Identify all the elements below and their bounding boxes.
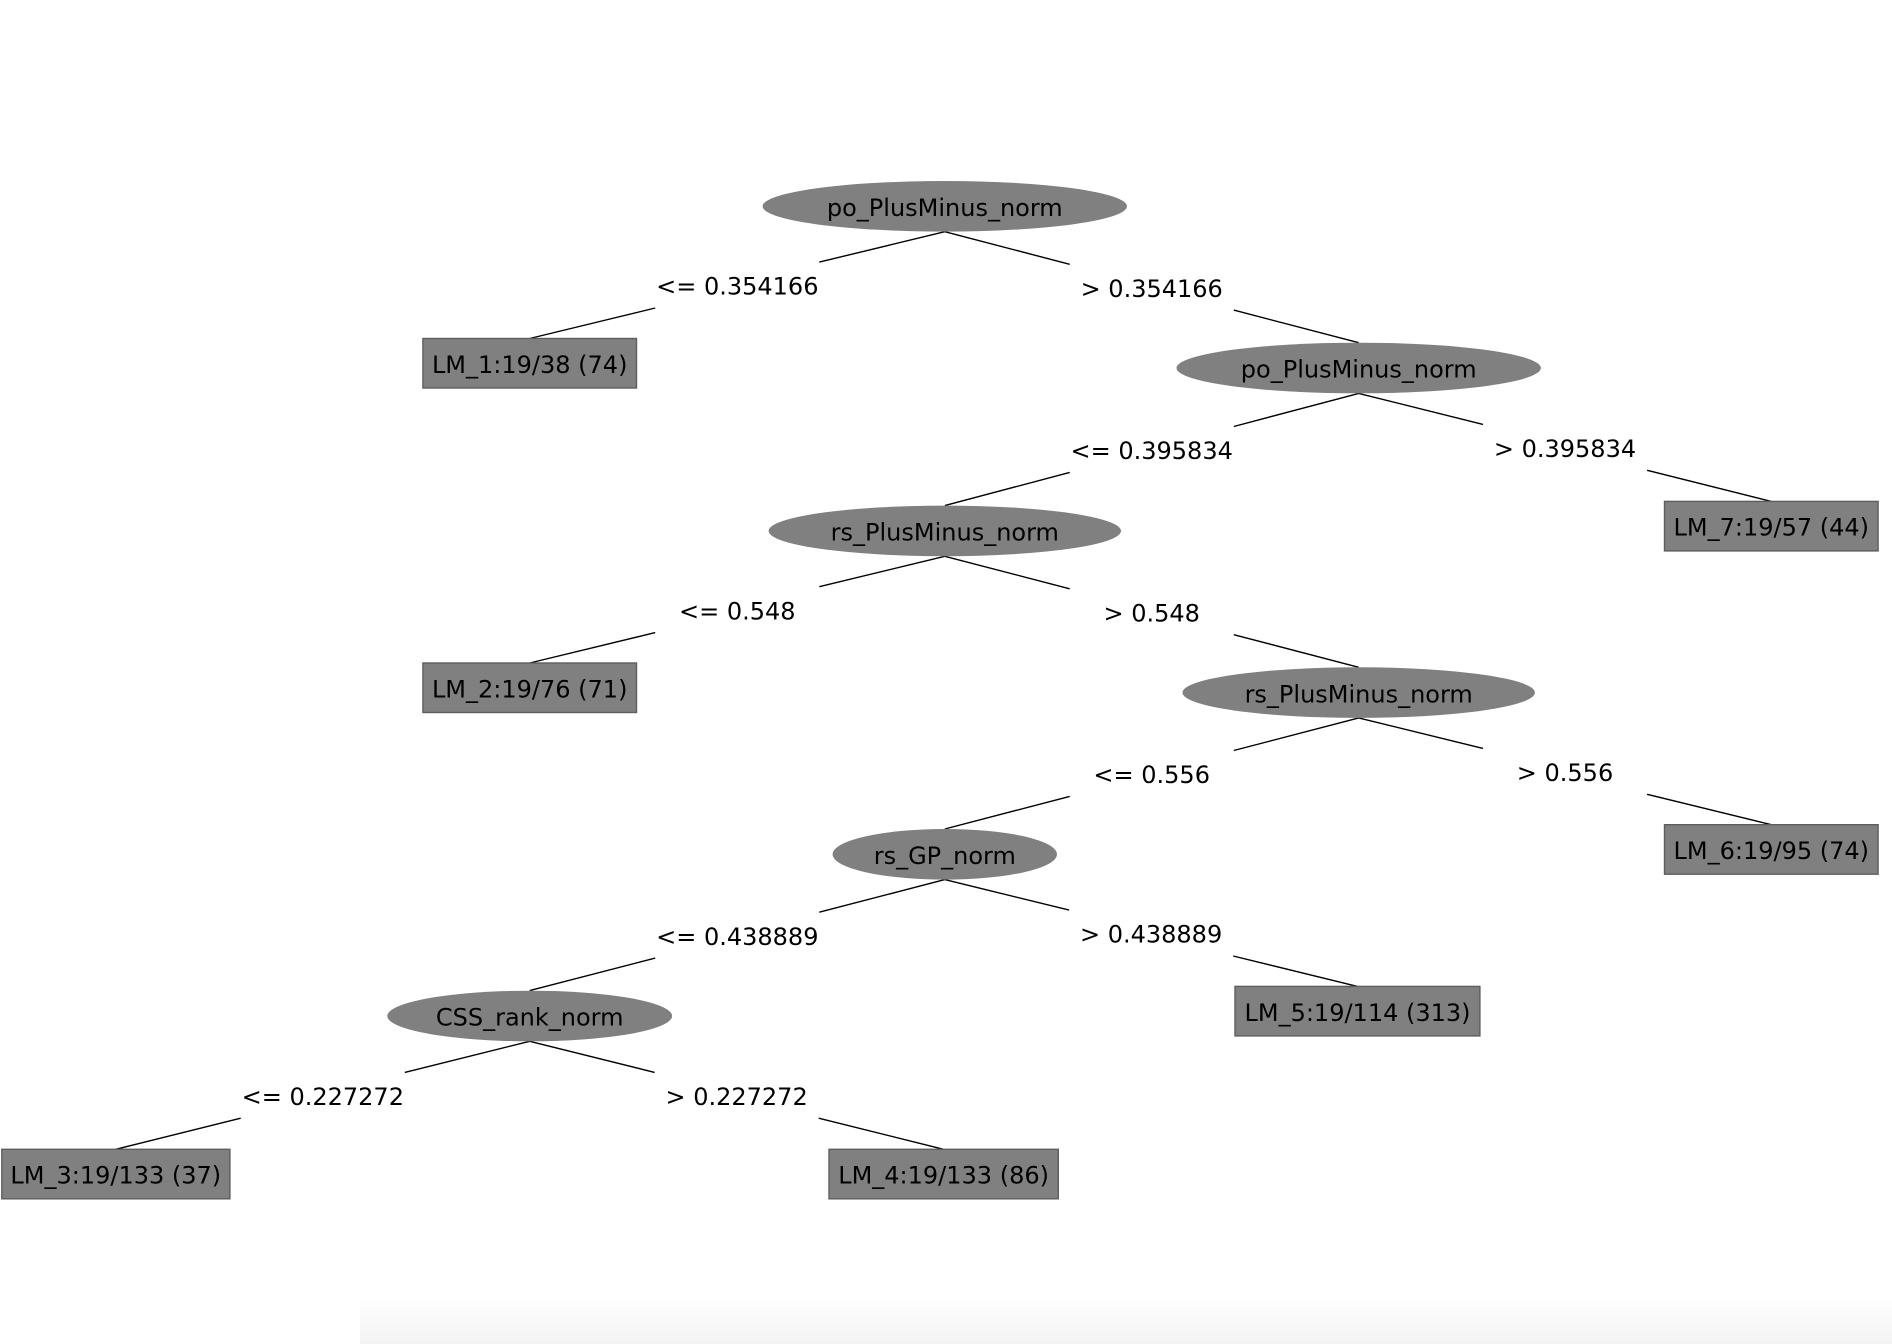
edge-label: <= 0.395834 [1071, 437, 1233, 465]
leaf-node-label: LM_1:19/38 (74) [432, 351, 628, 379]
split-node: CSS_rank_norm [387, 990, 673, 1042]
split-node-shape [762, 181, 1127, 232]
edge-line-lower [529, 957, 656, 992]
edge-label: > 0.227272 [665, 1083, 807, 1111]
edge-label: > 0.438889 [1080, 921, 1222, 949]
split-node: po_PlusMinus_norm [762, 181, 1127, 232]
edge-line-lower [1646, 469, 1772, 503]
split-node: po_PlusMinus_norm [1176, 342, 1541, 394]
leaf-node: LM_6:19/95 (74) [1663, 824, 1879, 875]
leaf-node-box [1, 1148, 231, 1200]
leaf-node-box [1663, 824, 1879, 875]
leaf-node-label: LM_5:19/114 (313) [1244, 999, 1470, 1027]
leaf-node-box [828, 1148, 1060, 1200]
edge-line-upper [819, 878, 945, 913]
edge-line-lower [944, 471, 1070, 507]
edge-label: > 0.556 [1517, 759, 1613, 787]
leaf-node-box [1663, 500, 1879, 552]
leaf-node: LM_1:19/38 (74) [422, 337, 638, 389]
leaf-node: LM_3:19/133 (37) [1, 1148, 231, 1200]
leaf-node-label: LM_2:19/76 (71) [432, 675, 628, 703]
edge-label: > 0.548 [1103, 599, 1199, 627]
split-node-label: po_PlusMinus_norm [1241, 356, 1477, 384]
edge-label: <= 0.556 [1093, 761, 1210, 789]
leaf-node-label: LM_3:19/133 (37) [10, 1162, 221, 1190]
edge-line-upper [1358, 392, 1484, 426]
split-node: rs_PlusMinus_norm [768, 505, 1121, 557]
split-node-label: rs_PlusMinus_norm [831, 519, 1059, 547]
edge-label: <= 0.227272 [242, 1083, 404, 1111]
edge-label: > 0.395834 [1494, 435, 1636, 463]
leaf-node-box [1234, 985, 1481, 1037]
edge-line-upper [944, 231, 1070, 265]
edge-line-upper [1233, 717, 1359, 752]
leaf-node: LM_4:19/133 (86) [828, 1148, 1060, 1200]
split-node: rs_PlusMinus_norm [1182, 667, 1535, 718]
leaf-node-label: LM_4:19/133 (86) [838, 1162, 1049, 1190]
split-node-shape [832, 829, 1057, 880]
edge-line-upper [404, 1040, 530, 1074]
edge-label: <= 0.438889 [656, 923, 818, 951]
split-node: rs_GP_norm [832, 829, 1057, 880]
split-node-label: po_PlusMinus_norm [827, 194, 1063, 222]
leaf-node-label: LM_7:19/57 (44) [1674, 514, 1870, 542]
split-node-label: rs_GP_norm [874, 842, 1016, 870]
edge-line-upper [529, 1040, 655, 1074]
bottom-shadow [360, 1298, 1892, 1344]
edge-label: <= 0.548 [679, 597, 796, 625]
edge-line-lower [529, 307, 656, 340]
leaf-node: LM_2:19/76 (71) [422, 662, 638, 714]
split-node-shape [768, 505, 1121, 557]
edge-line-lower [1646, 793, 1772, 826]
edge-line-upper [1358, 717, 1484, 750]
leaf-node: LM_5:19/114 (313) [1234, 985, 1481, 1037]
split-node-label: CSS_rank_norm [436, 1004, 624, 1032]
edge-line-lower [818, 1117, 944, 1150]
leaf-node-box [422, 662, 638, 714]
edge-line-lower [1233, 634, 1359, 668]
edge-line-upper [944, 555, 1070, 590]
edge-line-lower [1233, 955, 1358, 988]
edge-line-upper [819, 555, 945, 588]
split-node-shape [387, 990, 673, 1042]
edge-label: <= 0.354166 [656, 273, 818, 301]
edge-line-lower [944, 795, 1070, 830]
edge-line-lower [529, 631, 656, 664]
split-node-shape [1176, 342, 1541, 394]
edge-label: > 0.354166 [1081, 275, 1223, 303]
edge-line-upper [1233, 392, 1359, 428]
edge-line-upper [944, 878, 1070, 911]
edge-line-upper [819, 231, 945, 263]
leaf-node-label: LM_6:19/95 (74) [1674, 837, 1870, 865]
split-node-label: rs_PlusMinus_norm [1245, 680, 1473, 708]
edge-line-lower [115, 1117, 241, 1150]
edges-layer: <= 0.354166 > 0.354166 <= 0.395834 > 0.3958… [115, 231, 1772, 1150]
split-node-shape [1182, 667, 1535, 718]
leaf-node-box [422, 337, 638, 389]
leaf-node: LM_7:19/57 (44) [1663, 500, 1879, 552]
edge-line-lower [1233, 309, 1359, 344]
